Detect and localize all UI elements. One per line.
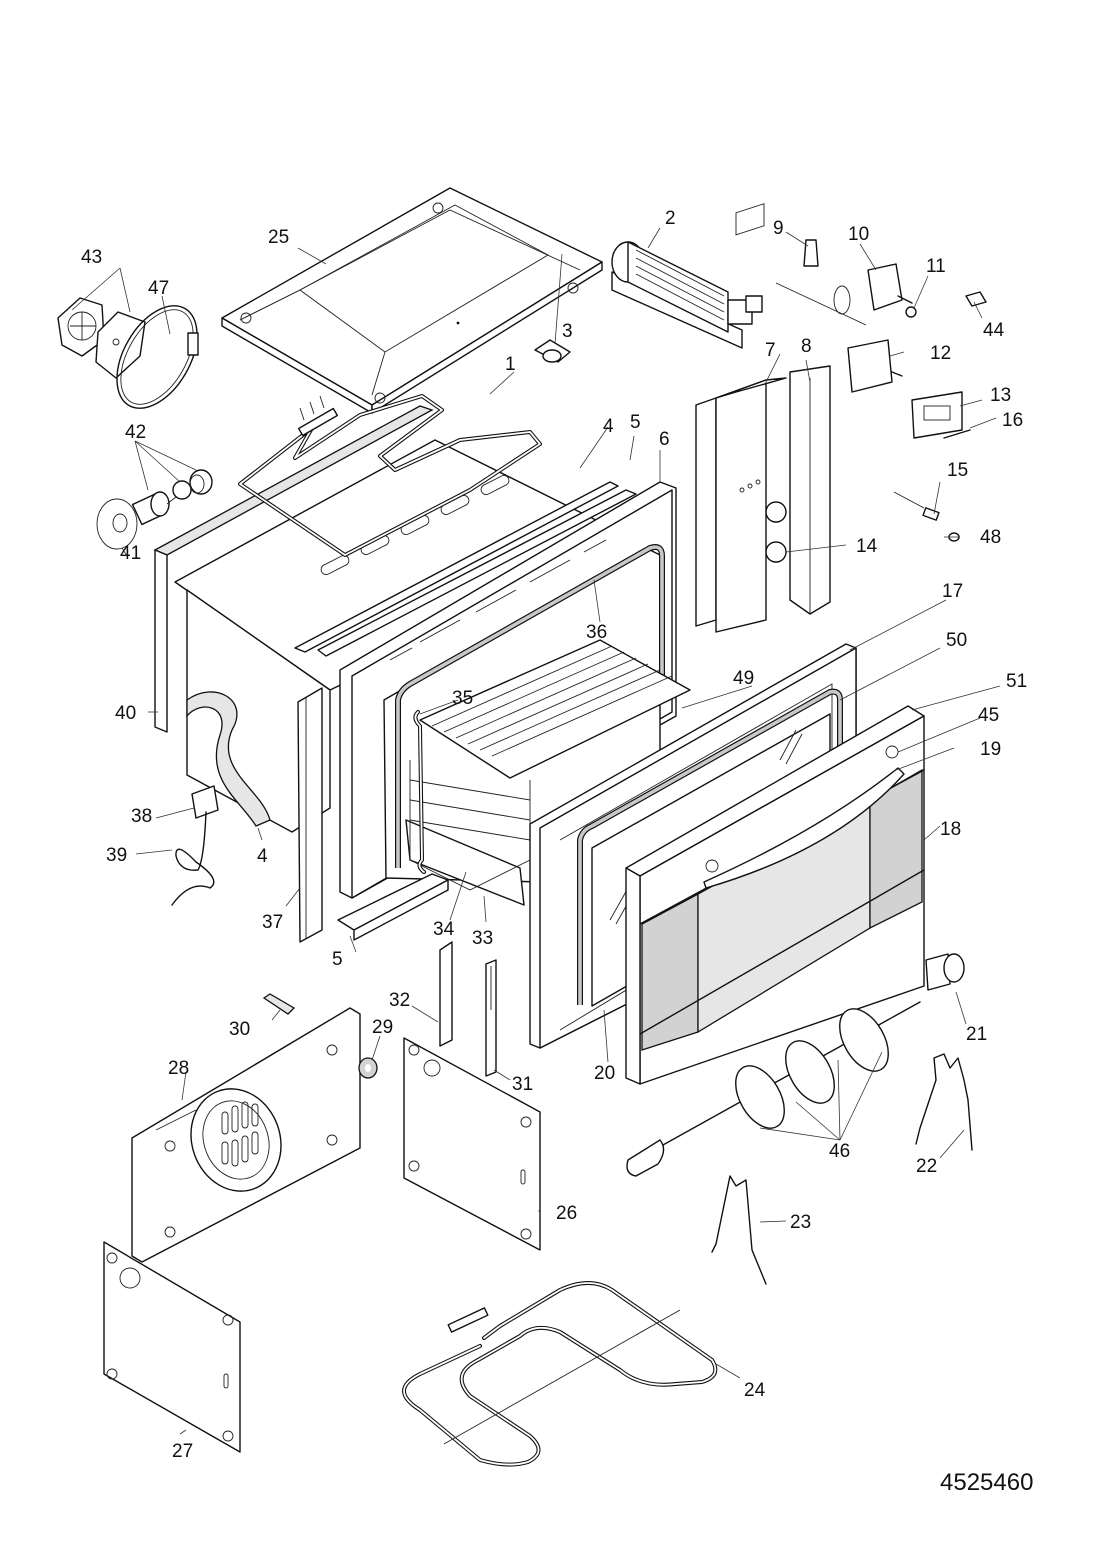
callout-29: 29 xyxy=(372,1017,393,1038)
part-side-panel xyxy=(789,365,831,615)
callout-39: 39 xyxy=(106,845,127,866)
callout-24: 24 xyxy=(744,1380,766,1401)
callout-5a: 5 xyxy=(630,412,641,433)
callout-15: 15 xyxy=(947,460,968,481)
part-timer-display xyxy=(911,391,963,439)
callout-16: 16 xyxy=(1002,410,1023,431)
callout-4a: 4 xyxy=(603,416,614,437)
callout-48: 48 xyxy=(980,527,1001,548)
part-keypad-buttons xyxy=(943,429,971,439)
callout-45: 45 xyxy=(978,705,999,726)
part-power-cable xyxy=(171,811,215,906)
callout-50: 50 xyxy=(946,630,967,651)
callout-46: 46 xyxy=(829,1141,850,1162)
callout-9: 9 xyxy=(773,218,784,239)
callout-35: 35 xyxy=(452,688,473,709)
callout-labels: 1 2 3 4 4 5 5 6 7 8 9 10 11 12 13 14 15 … xyxy=(81,208,1033,1496)
part-indicator-lamp xyxy=(893,491,940,521)
callout-25: 25 xyxy=(268,227,289,248)
callout-23: 23 xyxy=(790,1212,811,1233)
callout-51: 51 xyxy=(1006,671,1027,692)
callout-1: 1 xyxy=(505,354,516,375)
part-spacer xyxy=(358,1057,378,1079)
callout-8: 8 xyxy=(801,336,812,357)
callout-31: 31 xyxy=(512,1074,533,1095)
callout-43: 43 xyxy=(81,247,102,268)
callout-26: 26 xyxy=(556,1203,577,1224)
part-side-trim xyxy=(297,687,323,943)
callout-14: 14 xyxy=(856,536,878,557)
callout-40: 40 xyxy=(115,703,136,724)
part-back-plate xyxy=(403,1037,541,1251)
callout-28: 28 xyxy=(168,1058,189,1079)
callout-11: 11 xyxy=(926,256,946,277)
callout-33: 33 xyxy=(472,928,493,949)
callout-10: 10 xyxy=(848,224,869,245)
callout-41: 41 xyxy=(120,543,141,564)
callout-22: 22 xyxy=(916,1156,937,1177)
part-hinge-right xyxy=(485,959,497,1077)
callout-37: 37 xyxy=(262,912,283,933)
part-lamp-gasket xyxy=(96,498,138,550)
part-rotisserie xyxy=(626,1001,921,1177)
callout-12: 12 xyxy=(930,343,951,364)
callout-27: 27 xyxy=(172,1441,193,1462)
part-screw xyxy=(262,993,296,1015)
part-oven-shelf xyxy=(405,639,691,906)
callout-3: 3 xyxy=(562,321,573,342)
leader-lines xyxy=(71,227,1001,1435)
callout-21: 21 xyxy=(966,1024,987,1045)
callout-36: 36 xyxy=(586,622,607,643)
callout-7: 7 xyxy=(765,340,776,361)
part-knob-adapter xyxy=(905,306,917,318)
part-inner-door-gasket xyxy=(577,688,843,1005)
part-hinge-left xyxy=(439,941,453,1047)
part-lower-element xyxy=(402,1281,718,1467)
part-door-gasket xyxy=(395,544,665,868)
part-rotisserie-motor xyxy=(925,953,965,991)
callout-2: 2 xyxy=(665,208,676,229)
part-circular-element xyxy=(116,305,199,409)
part-thermostat xyxy=(775,263,913,326)
part-safety-thermostat xyxy=(534,339,571,363)
drawing-number: 4525460 xyxy=(940,1469,1033,1496)
callout-34: 34 xyxy=(433,919,455,940)
part-selector-switch xyxy=(847,339,903,393)
callout-20: 20 xyxy=(594,1063,615,1084)
callout-4b: 4 xyxy=(257,846,268,867)
callout-18: 18 xyxy=(940,819,961,840)
part-top-grill-element xyxy=(238,394,542,557)
part-clip xyxy=(803,239,819,267)
callout-32: 32 xyxy=(389,990,410,1011)
callout-49: 49 xyxy=(733,668,754,689)
part-rear-panel xyxy=(131,1007,361,1263)
callout-42: 42 xyxy=(125,422,146,443)
part-top-cover xyxy=(221,187,603,414)
callout-5b: 5 xyxy=(332,949,343,970)
part-cooling-fan xyxy=(611,241,763,349)
part-shelf-support xyxy=(413,710,426,874)
callout-13: 13 xyxy=(990,385,1011,406)
part-bottom-strip xyxy=(337,873,449,941)
callout-17: 17 xyxy=(942,581,963,602)
part-fan-motor xyxy=(57,297,146,379)
callout-30: 30 xyxy=(229,1019,250,1040)
callout-19: 19 xyxy=(980,739,1001,760)
part-rotisserie-support-left xyxy=(711,1175,767,1285)
callout-47: 47 xyxy=(148,278,169,299)
part-terminal-block xyxy=(191,785,219,819)
part-lamp-assembly xyxy=(131,469,213,526)
callout-6: 6 xyxy=(659,429,670,450)
part-rotisserie-support-right xyxy=(915,1053,973,1151)
part-control-panel xyxy=(695,203,787,633)
part-back-cover xyxy=(103,1241,241,1453)
part-door-handle xyxy=(703,745,905,889)
part-bracket xyxy=(965,291,987,307)
callout-44: 44 xyxy=(983,320,1005,341)
callout-38: 38 xyxy=(131,806,152,827)
